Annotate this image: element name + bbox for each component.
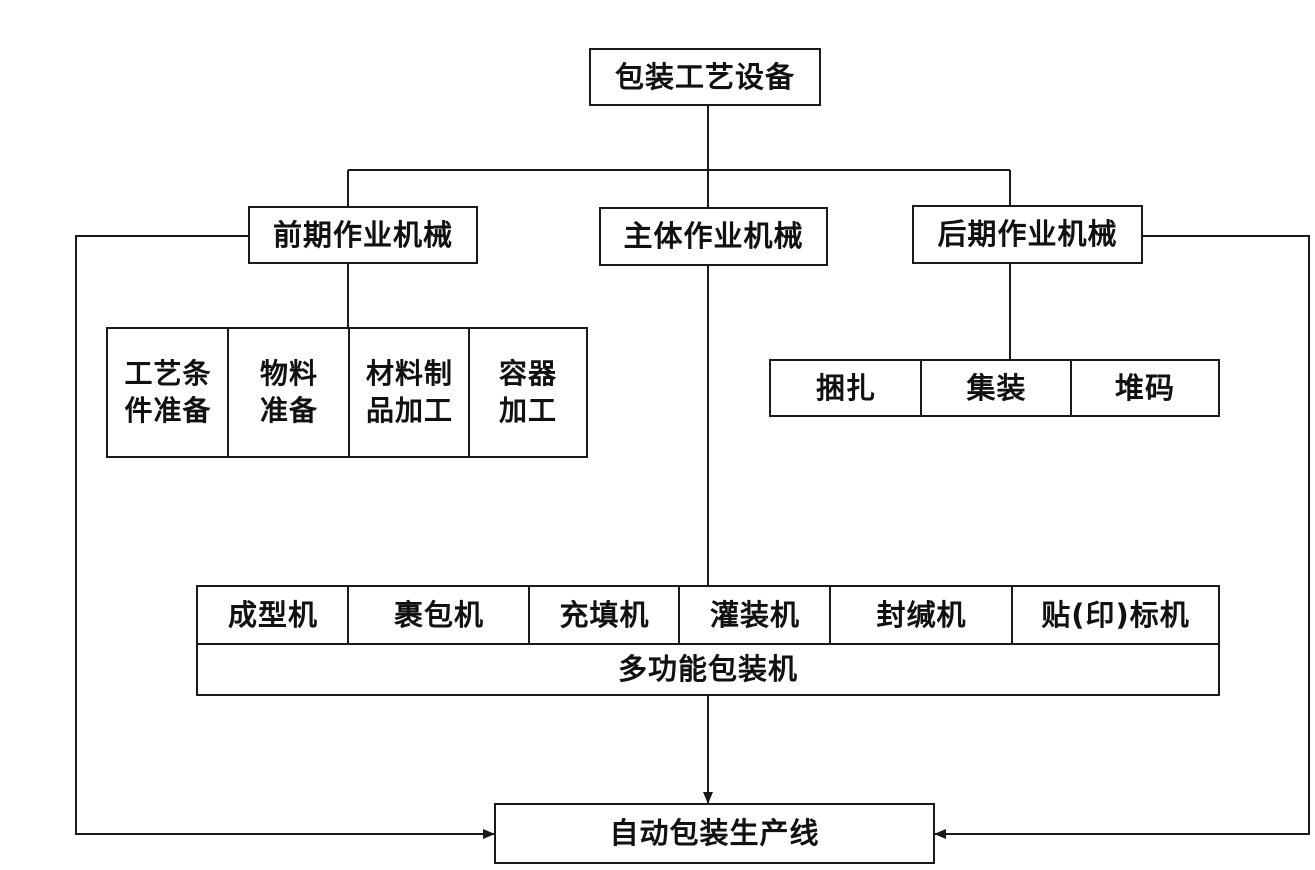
pre-operation-box: 前期作业机械	[248, 206, 478, 264]
post-to-output-arrow	[934, 235, 1310, 839]
pre-item-material-prep: 物料 准备	[227, 327, 349, 458]
pre-to-output-arrow	[75, 235, 495, 839]
machine-liquid-filling: 灌装机	[678, 585, 830, 645]
post-item-stacking: 堆码	[1070, 359, 1220, 417]
post-operation-box: 后期作业机械	[912, 205, 1143, 264]
multi-function-packaging-machine: 多功能包装机	[196, 643, 1220, 696]
machine-filling: 充填机	[528, 585, 679, 645]
post-item-bundling: 捆扎	[769, 359, 921, 417]
machine-forming: 成型机	[196, 585, 348, 645]
machine-labeling: 贴(印)标机	[1011, 585, 1220, 645]
automatic-packaging-line: 自动包装生产线	[494, 803, 935, 864]
pre-item-container-processing: 容器 加工	[468, 327, 588, 458]
machine-wrapping: 裹包机	[347, 585, 529, 645]
main-operation-box: 主体作业机械	[599, 207, 828, 266]
root-box: 包装工艺设备	[589, 48, 821, 106]
pre-item-process-conditions: 工艺条 件准备	[106, 327, 228, 458]
machine-sealing: 封缄机	[829, 585, 1012, 645]
pre-item-material-products: 材料制 品加工	[348, 327, 469, 458]
post-item-containerizing: 集装	[920, 359, 1071, 417]
